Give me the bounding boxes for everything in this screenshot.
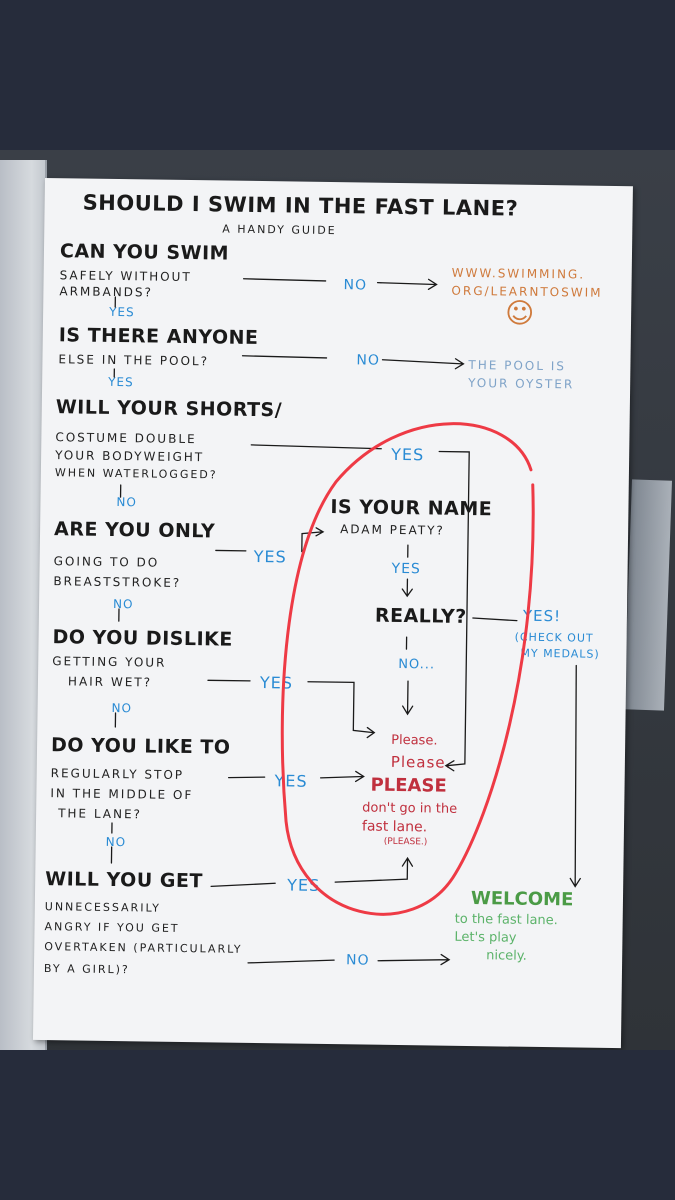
arrow-to-welcome [569, 664, 581, 888]
connector-line [247, 959, 335, 964]
flowchart-page: SHOULD I SWIM IN THE FAST LANE? A HANDY … [32, 178, 633, 1049]
arrow-to-please [320, 770, 365, 783]
arrow-to-learn [376, 278, 438, 291]
arrow-to-peaty [301, 527, 325, 553]
arrow-to-oyster [381, 358, 465, 370]
connector-line [207, 679, 251, 682]
arrow-to-really [401, 578, 413, 598]
red-circle-annotation [280, 422, 535, 916]
arrow-to-please [438, 450, 470, 772]
arrow-to-please [307, 681, 376, 739]
connector-line [242, 278, 327, 282]
connector-line [241, 355, 328, 359]
arrow-to-welcome [377, 953, 451, 966]
flowchart-connectors [110, 278, 581, 966]
arrow-to-please [334, 856, 414, 883]
connector-line [250, 444, 382, 450]
connector-line [472, 617, 518, 622]
connector-line [210, 882, 276, 888]
background-object [623, 479, 673, 711]
photo: SHOULD I SWIM IN THE FAST LANE? A HANDY … [0, 150, 675, 1050]
connector-line [227, 776, 266, 779]
arrow-to-please [402, 680, 414, 716]
